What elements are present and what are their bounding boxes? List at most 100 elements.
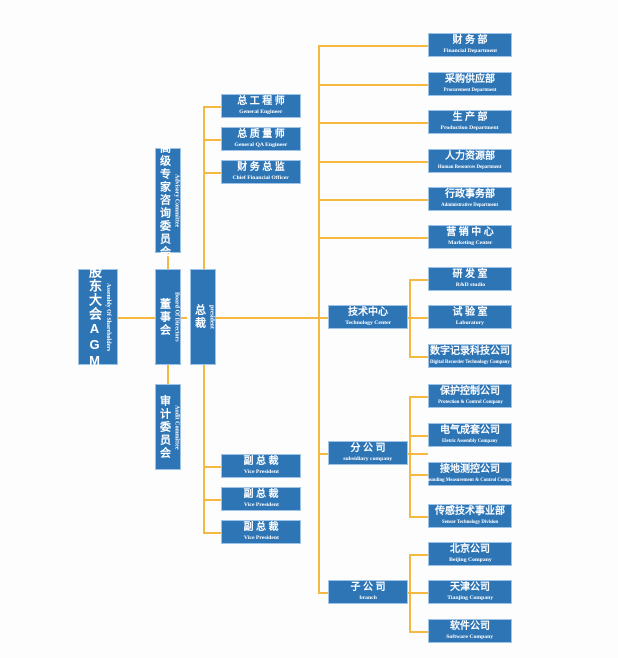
node-label-en: Tianjing Company [447,594,493,601]
node-general-engineer[interactable]: 总工程师 General Engineer [221,94,301,118]
connector-dept-2 [318,84,428,86]
node-financial-department[interactable]: 财务部 Financial Department [428,33,512,57]
node-human-resources-department[interactable]: 人力资源部 Human Resources Department [428,149,512,173]
connector-sub-1 [409,396,428,398]
connector-group-2 [318,453,328,455]
node-rd-studio[interactable]: 研发室 R&D studio [428,267,512,291]
node-software-company[interactable]: 软件公司 Software Company [428,619,512,643]
connector-dept-6 [318,237,428,239]
node-general-qa-engineer[interactable]: 总质量师 General QA Engineer [221,127,301,151]
node-label-cn: 北京公司 [450,544,490,556]
node-label-en: Human Resources Department [438,164,502,170]
node-board-of-directors[interactable]: 董事会 Board Of Directors [155,269,181,365]
node-label-cn: 副总裁 [243,456,281,468]
node-procurement-department[interactable]: 采购供应部 Procurement Department [428,72,512,96]
node-label-en: Administrative Department [441,202,499,208]
node-label-cn: 传感技术事业部 [435,506,505,518]
node-label-cn: 保护控制公司 [440,386,500,398]
node-sensor-technology-division[interactable]: 传感技术事业部 Sensor Technology Division [428,504,512,528]
connector-staff-3 [203,172,222,174]
connector-agm-to-board [117,317,156,319]
connector-sub-3 [409,474,428,476]
node-subsidiary-company[interactable]: 分公司 subsidiary company [328,441,408,465]
node-label-en: General QA Engineer [234,141,288,148]
node-label-en: Board Of Directors [173,292,180,342]
node-laboratory[interactable]: 试验室 Laboratory [428,305,512,329]
connector-vp-1 [203,466,222,468]
node-label-cn: 董事会 [158,297,171,337]
connector-board-to-president [179,317,187,319]
node-label-cn: 试验室 [452,307,490,319]
node-label-en: Digital Recorder Technology Company [430,359,510,365]
node-label-en: branch [359,594,377,601]
node-technology-center[interactable]: 技术中心 Technology Center [328,305,408,329]
node-branch[interactable]: 子公司 branch [328,580,408,604]
node-label-en: Protection & Control Company [437,399,503,405]
connector-president-to-trunk [203,317,319,319]
node-assembly-of-shareholders[interactable]: 股东大会AGM Assembly Of Shareholders [78,265,118,369]
node-label-en: Sensor Technology Division [441,519,499,525]
node-label-en: subsidiary company [343,455,393,462]
node-label-cn: 副总裁 [243,522,281,534]
connector-tc-2 [409,317,428,319]
node-vice-president-1[interactable]: 副总裁 Vice President [221,454,301,478]
connector-department-spine [318,45,320,317]
node-label-cn: 总质量师 [237,129,288,141]
node-label-en: Technology Center [345,319,391,326]
node-label-cn: 分公司 [350,443,388,455]
connector-dept-1 [318,45,428,47]
node-label-cn: 股东大会AGM [87,265,102,369]
node-advisory-committee[interactable]: 高级专家咨询委员会 Advisory Committee [155,142,181,259]
node-label-en: Procurement Department [443,87,497,93]
node-audit-committee[interactable]: 审计委员会 Audit Committee [155,384,181,470]
node-digital-recorder-technology-company[interactable]: 数字记录科技公司 Digital Recorder Technology Com… [428,344,512,368]
node-label-en: Grounding Measurement & Control Company [422,477,518,483]
node-label-cn: 数字记录科技公司 [430,346,510,358]
node-label-cn: 电气成套公司 [440,425,500,437]
node-electric-assembly-company[interactable]: 电气成套公司 Eletric Assembly Company [428,423,512,447]
node-label-en: Chief Financial Officer [232,174,290,181]
connector-tc-1 [409,279,428,281]
connector-board-spine [167,205,169,317]
connector-group-1 [318,317,328,319]
node-label-cn: 采购供应部 [445,74,495,86]
node-label-cn: 软件公司 [450,621,490,633]
node-beijing-company[interactable]: 北京公司 Beijing Company [428,542,512,566]
connector-president-spine-lower [203,317,205,533]
node-label-en: Software Company [446,633,494,640]
connector-dept-5 [318,199,428,201]
node-label-cn: 副总裁 [243,489,281,501]
connector-board-spine-down [167,317,169,437]
node-label-en: Vice President [243,534,279,541]
node-vice-president-2[interactable]: 副总裁 Vice President [221,487,301,511]
node-label-en: Vice President [243,468,279,475]
connector-president-spine [203,146,205,317]
node-president[interactable]: 总裁 president [190,269,216,365]
node-label-cn: 营销中心 [446,227,497,239]
connector-staff-2 [203,139,222,141]
connector-br-3 [409,631,428,633]
node-protection-control-company[interactable]: 保护控制公司 Protection & Control Company [428,384,512,408]
node-vice-president-3[interactable]: 副总裁 Vice President [221,520,301,544]
node-label-cn: 审计委员会 [158,394,171,460]
connector-group-3 [318,592,328,594]
connector-dept-3 [318,122,428,124]
node-tianjing-company[interactable]: 天津公司 Tianjing Company [428,580,512,604]
node-grounding-measurement-control-company[interactable]: 接地测控公司 Grounding Measurement & Control C… [422,462,518,486]
node-label-en: Audit Committee [173,404,180,450]
connector-staff-1 [203,106,222,108]
node-label-cn: 财务部 [452,35,490,47]
node-administrative-department[interactable]: 行政事务部 Administrative Department [428,187,512,211]
node-label-cn: 财务总监 [237,162,288,174]
connector-sub-spine [409,396,411,517]
node-label-cn: 天津公司 [450,582,490,594]
connector-br-2 [409,592,428,594]
node-label-en: president [208,305,215,329]
node-chief-financial-officer[interactable]: 财务总监 Chief Financial Officer [221,160,301,184]
node-label-cn: 生产部 [452,112,490,124]
node-label-en: Vice President [243,501,279,508]
node-marketing-center[interactable]: 营销中心 Marketing Center [428,225,512,249]
node-label-en: General Engineer [239,108,283,115]
node-production-department[interactable]: 生产部 Production Department [428,110,512,134]
node-label-en: Financial Department [443,47,497,54]
